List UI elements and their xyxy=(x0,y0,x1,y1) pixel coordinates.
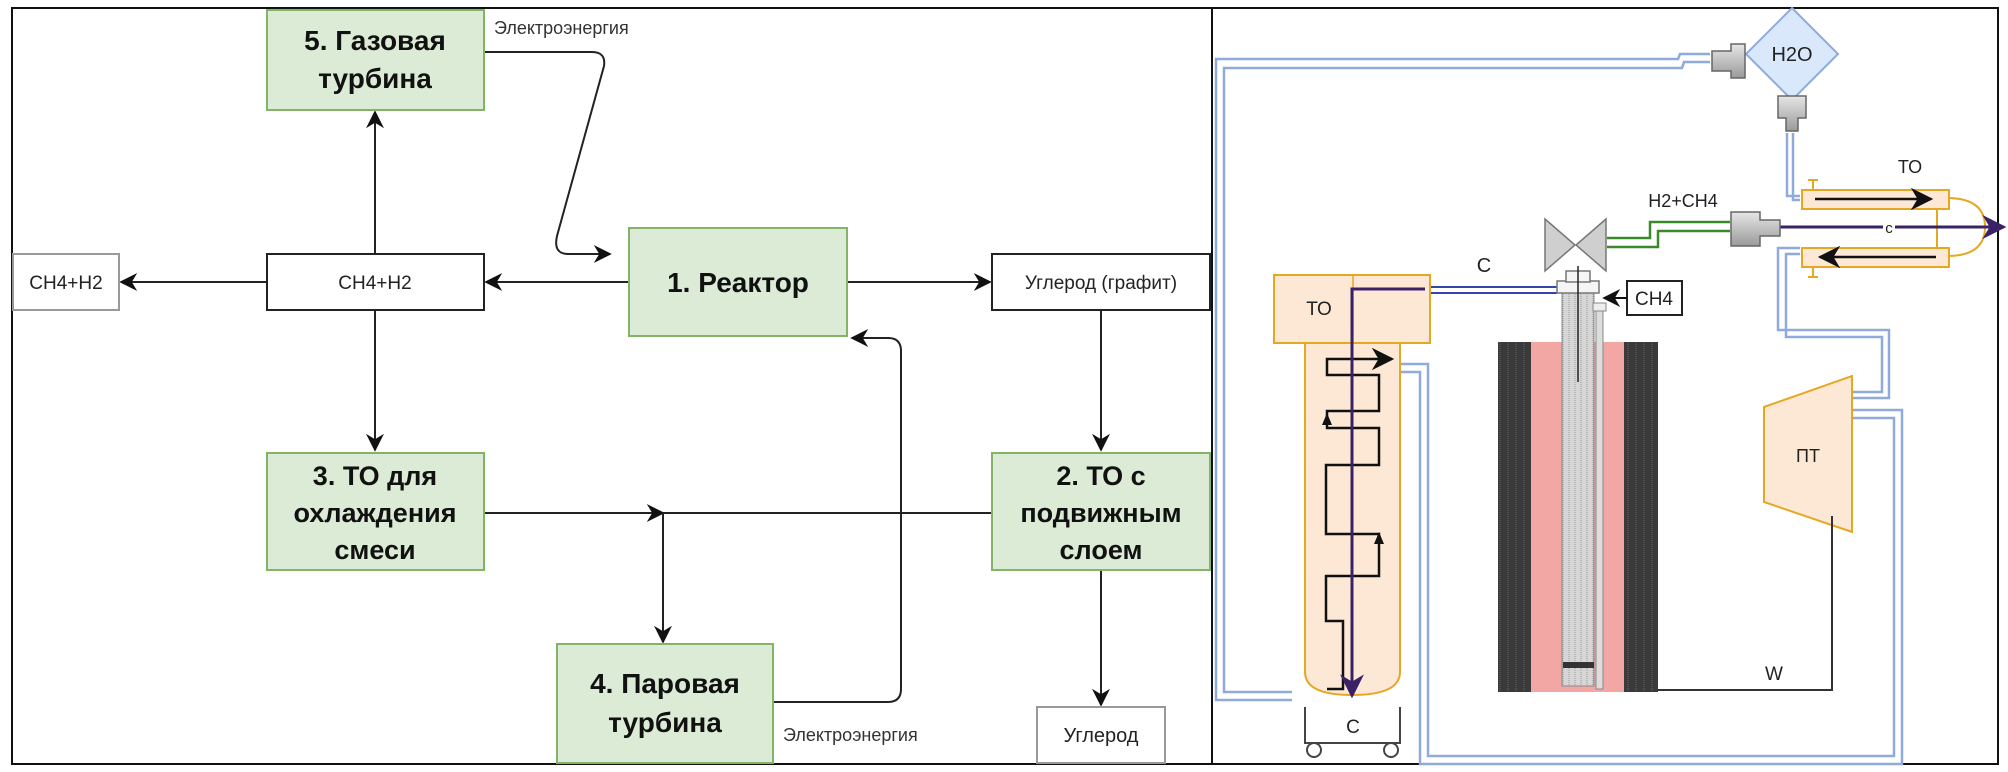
gas-turbine-line2: турбина xyxy=(318,63,432,94)
methane-label: CH4 xyxy=(1635,289,1673,310)
cart-label: C xyxy=(1346,717,1360,738)
heat-exchanger-left[interactable]: ТО xyxy=(1273,274,1431,699)
gas-mixture-label: CH4+H2 xyxy=(338,273,411,294)
pt-label: ПТ xyxy=(1796,446,1820,466)
work-label: W xyxy=(1765,664,1783,685)
output-mixture-label: CH4+H2 xyxy=(29,273,102,294)
hx3-line3: смеси xyxy=(334,535,415,565)
block-hx-moving-bed[interactable]: 2. ТО с подвижным слоем xyxy=(991,452,1211,571)
carbon-out-label: Углерод xyxy=(1064,725,1139,747)
methane-inlet[interactable]: CH4 xyxy=(1602,280,1683,316)
carbon-cart[interactable]: C xyxy=(1304,707,1401,758)
gas-turbine-line1: 5. Газовая xyxy=(304,25,446,56)
carbon-line-label: C xyxy=(1477,255,1491,277)
steam-turbine-line2: турбина xyxy=(608,707,722,738)
carbon-transfer-pipe xyxy=(1425,286,1557,294)
water-pipes xyxy=(1214,52,1904,766)
steam-turbine-line1: 4. Паровая xyxy=(590,668,740,699)
block-output-mixture[interactable]: CH4+H2 xyxy=(12,253,120,311)
water-label: H2O xyxy=(1771,44,1812,66)
water-tank[interactable]: H2O xyxy=(1744,6,1840,102)
block-hx-mixture-cooling[interactable]: 3. ТО для охлаждения смеси xyxy=(266,452,485,571)
block-gas-turbine[interactable]: 5. Газовая турбина xyxy=(266,9,485,111)
block-gas-mixture[interactable]: CH4+H2 xyxy=(266,253,485,311)
reactor-label: 1. Реактор xyxy=(667,267,809,298)
heat-exchanger-top[interactable]: ТО xyxy=(1801,157,1987,278)
gas-connector xyxy=(1730,211,1781,247)
reactor-vessel[interactable] xyxy=(1498,266,1658,692)
hx3-line1: 3. ТО для xyxy=(313,461,437,491)
steam-turbine-pt[interactable]: ПТ xyxy=(1763,374,1853,534)
block-carbon-out[interactable]: Углерод xyxy=(1036,706,1166,764)
gas-out-label: H2+CH4 xyxy=(1648,191,1718,211)
arrow-steam-electricity-to-reactor xyxy=(773,329,902,703)
water-connector-bottom xyxy=(1777,95,1807,132)
hx2-line3: слоем xyxy=(1060,535,1143,565)
electricity-label-bottom: Электроэнергия xyxy=(783,725,918,745)
carbon-pipe-label: c xyxy=(1885,220,1893,237)
block-reactor[interactable]: 1. Реактор xyxy=(628,227,848,337)
carbon-graphite-label: Углерод (графит) xyxy=(1025,273,1177,294)
hx-top-label: ТО xyxy=(1898,157,1922,177)
hx-left-label: ТО xyxy=(1306,299,1332,320)
hx2-line2: подвижным xyxy=(1020,498,1181,528)
arrow-gas-electricity-to-reactor xyxy=(484,51,612,263)
work-line xyxy=(1658,516,1833,691)
hx3-line2: охлаждения xyxy=(294,498,457,528)
electricity-label-top: Электроэнергия xyxy=(494,18,629,38)
hx2-line1: 2. ТО с xyxy=(1056,461,1145,491)
carbon-pipe-label-bg xyxy=(1883,219,1895,235)
block-carbon-graphite[interactable]: Углерод (графит) xyxy=(991,253,1211,311)
valve-icon[interactable] xyxy=(1544,217,1607,273)
water-connector-left xyxy=(1711,43,1746,79)
gas-outlet-pipe xyxy=(1607,220,1730,249)
block-steam-turbine[interactable]: 4. Паровая турбина xyxy=(556,643,774,764)
